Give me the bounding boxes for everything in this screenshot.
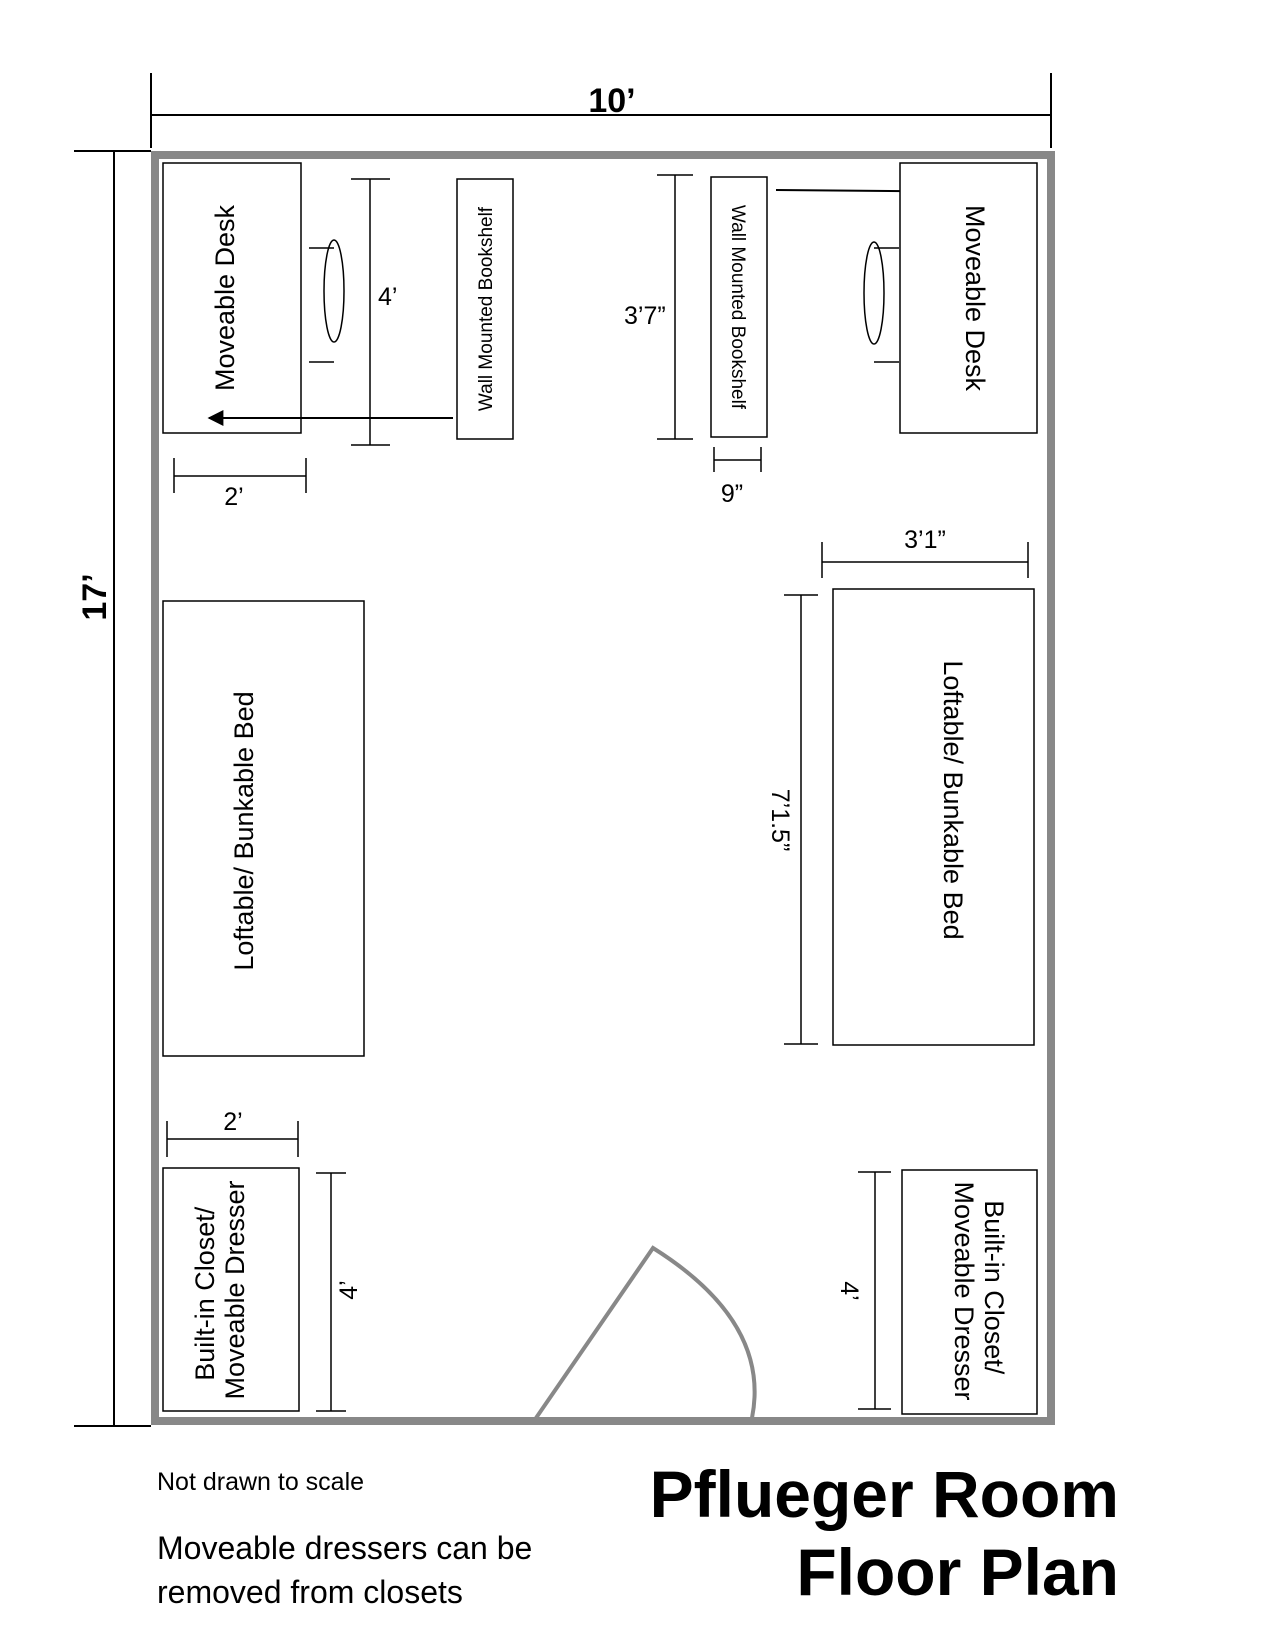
closet-left-width-dimension: [166, 1121, 299, 1157]
closet-right: [901, 1169, 1038, 1415]
desk-right-label: Moveable Desk: [960, 205, 990, 392]
closet-right-label: Built-in Closet/ Moveable Dresser: [949, 1181, 1009, 1400]
closet-right-length-dimension: [858, 1171, 891, 1410]
note-not-to-scale: Not drawn to scale: [157, 1468, 365, 1496]
note-moveable-dressers: Moveable dressers can be removed from cl…: [157, 1530, 533, 1610]
bed-right-length-label: 7’1.5”: [766, 789, 794, 852]
bookshelf-right-label: Wall Mounted Bookshelf: [727, 205, 748, 410]
room-length-dimension: [74, 150, 151, 1427]
room-walls: [151, 151, 1055, 1425]
door-swing: [534, 1245, 757, 1420]
bed-right-label: Loftable/ Bunkable Bed: [938, 660, 968, 939]
bookshelf-left: [456, 178, 514, 440]
title-line-1: Pflueger Room: [649, 1457, 1119, 1531]
closet-left-length-label: 4’: [335, 1280, 363, 1299]
bed-right-width-label: 3’1”: [904, 526, 946, 554]
title-line-2: Floor Plan: [796, 1535, 1119, 1609]
bookshelf-depth-dimension: [713, 447, 762, 472]
desk-left-length-dimension: [351, 178, 390, 446]
room-width-dimension: [150, 73, 1052, 148]
room-length-label: 17’: [76, 573, 114, 620]
desk-left: [162, 162, 302, 434]
chair-right: [863, 241, 899, 363]
desk-left-width-label: 2’: [224, 483, 243, 511]
page-title: Pflueger Room Floor Plan: [650, 1455, 1119, 1611]
closet-right-length-label: 4’: [835, 1281, 863, 1300]
bed-right-width-dimension: [821, 542, 1029, 578]
desk-left-width-dimension: [173, 458, 307, 493]
bookshelf-left-label: Wall Mounted Bookshelf: [476, 206, 497, 411]
bookshelf-depth-label: 9”: [721, 480, 743, 508]
bookshelf-right-length-label: 3’7”: [624, 302, 666, 330]
room-width-label: 10’: [588, 82, 635, 120]
chair-left: [309, 239, 345, 363]
bed-right-length-dimension: [784, 594, 818, 1045]
desk-right: [899, 162, 1038, 434]
desk-left-length-label: 4’: [378, 283, 397, 311]
closet-left-label: Built-in Closet/ Moveable Dresser: [190, 1180, 250, 1399]
desk-left-label: Moveable Desk: [210, 204, 240, 391]
bed-left-label: Loftable/ Bunkable Bed: [229, 691, 259, 970]
closet-left-width-label: 2’: [223, 1108, 242, 1136]
bed-right: [832, 588, 1035, 1046]
bed-left: [162, 600, 365, 1057]
bookshelf-right: [710, 176, 768, 438]
closet-left: [162, 1167, 300, 1412]
closet-left-length-dimension: [316, 1172, 346, 1412]
bookshelf-right-length-dimension: [657, 174, 693, 440]
